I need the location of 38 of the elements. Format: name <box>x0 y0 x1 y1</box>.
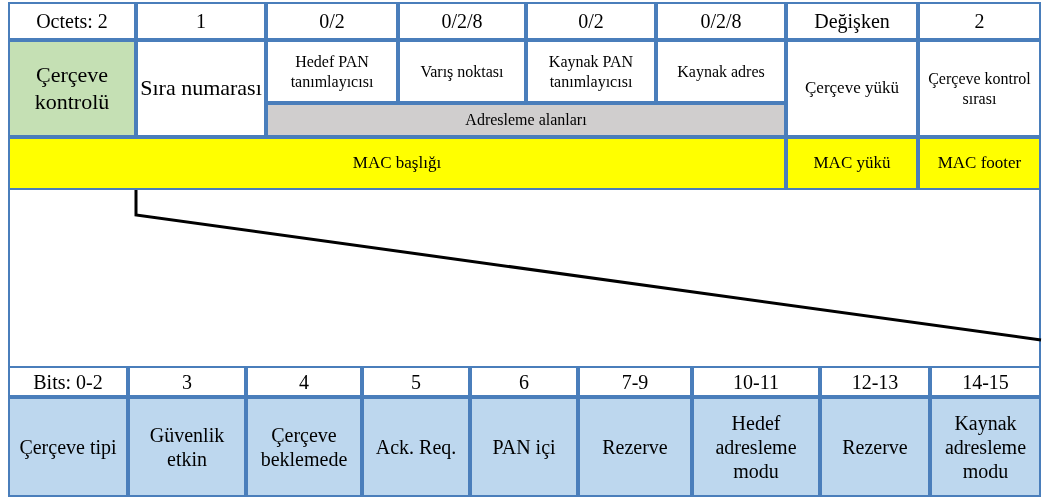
field-name: Rezerve <box>820 397 930 497</box>
field-name: Çerçeve yükü <box>786 40 918 137</box>
field-name: Sıra numarası <box>136 40 266 137</box>
bit-range: 3 <box>128 366 246 397</box>
bit-range: 10-11 <box>692 366 820 397</box>
octet-count: 0/2/8 <box>398 2 526 40</box>
field-name: Rezerve <box>578 397 692 497</box>
octet-count: Değişken <box>786 2 918 40</box>
bit-range: 5 <box>362 366 470 397</box>
bit-range: 12-13 <box>820 366 930 397</box>
octet-count: 0/2 <box>526 2 656 40</box>
octet-count: 2 <box>918 2 1041 40</box>
section-label: MAC yükü <box>786 137 918 190</box>
field-name: Çerçeve kontrol sırası <box>918 40 1041 137</box>
group-label: Adresleme alanları <box>266 103 786 137</box>
section-label: MAC footer <box>918 137 1041 190</box>
bit-range: 4 <box>246 366 362 397</box>
field-name: Kaynak PAN tanımlayıcısı <box>526 40 656 103</box>
bit-range: Bits: 0-2 <box>8 366 128 397</box>
field-name: Kaynak adres <box>656 40 786 103</box>
octet-count: 0/2/8 <box>656 2 786 40</box>
field-name: Çerçeve kontrolü <box>8 40 136 137</box>
bit-range: 7-9 <box>578 366 692 397</box>
field-name: Ack. Req. <box>362 397 470 497</box>
field-name: Çerçeve beklemede <box>246 397 362 497</box>
bit-range: 6 <box>470 366 578 397</box>
octet-count: Octets: 2 <box>8 2 136 40</box>
octet-count: 1 <box>136 2 266 40</box>
bit-range: 14-15 <box>930 366 1041 397</box>
field-name: Hedef adresleme modu <box>692 397 820 497</box>
field-name: Kaynak adresleme modu <box>930 397 1041 497</box>
octet-count: 0/2 <box>266 2 398 40</box>
field-name: Hedef PAN tanımlayıcısı <box>266 40 398 103</box>
field-name: Varış noktası <box>398 40 526 103</box>
field-name: Çerçeve tipi <box>8 397 128 497</box>
section-label: MAC başlığı <box>8 137 786 190</box>
field-name: Güvenlik etkin <box>128 397 246 497</box>
field-name: PAN içi <box>470 397 578 497</box>
